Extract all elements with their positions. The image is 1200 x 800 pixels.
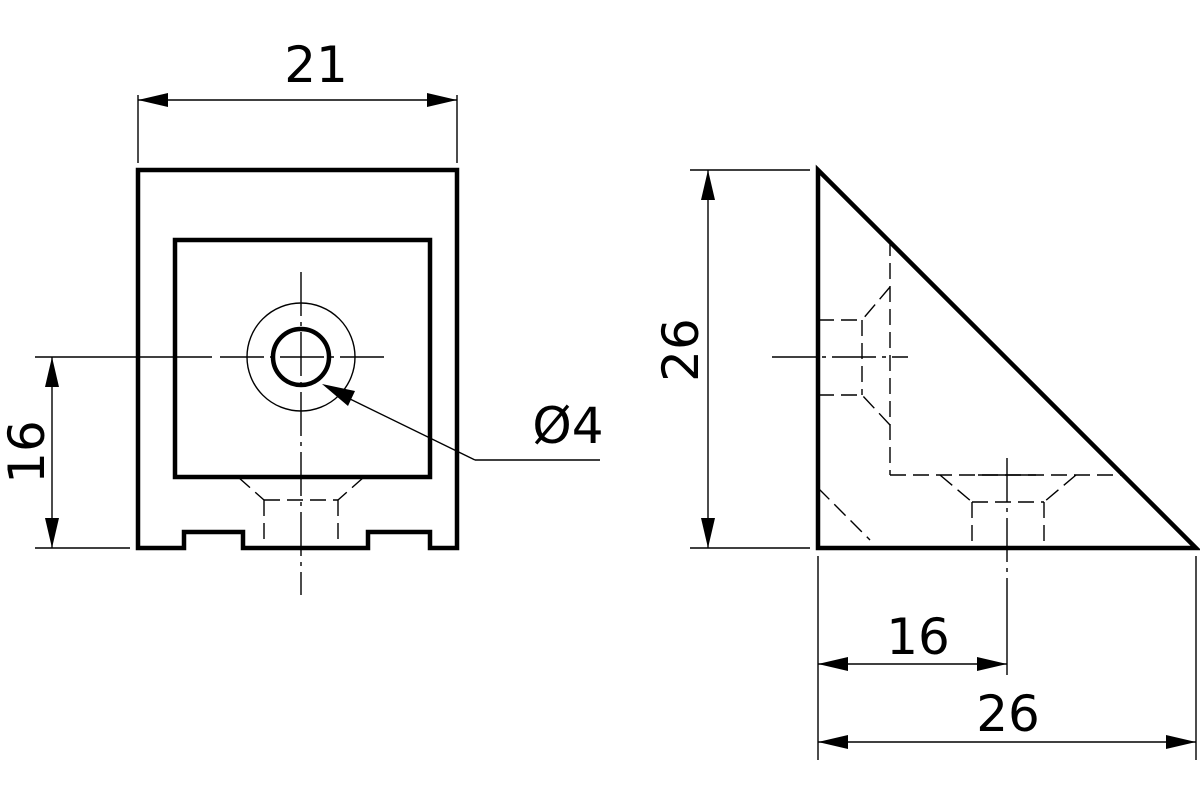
dimension-hole-height: 16 (0, 357, 59, 548)
dimension-hole-offset: 16 (817, 556, 1008, 760)
side-view-hidden-lines (817, 240, 1125, 548)
dimension-hole-offset-label: 16 (886, 608, 950, 666)
dimension-width-label: 21 (284, 36, 348, 94)
dimension-hole-diameter: Ø4 (322, 384, 604, 461)
front-view-hidden-lines (237, 476, 365, 548)
side-view (772, 164, 1200, 600)
dimension-hole-diameter-label: Ø4 (532, 397, 603, 455)
dimension-base-length: 26 (818, 556, 1197, 760)
dimension-side-height: 26 (652, 169, 810, 549)
front-view-outline (135, 167, 460, 551)
dimension-base-length-label: 26 (976, 685, 1040, 743)
dimension-width: 21 (137, 36, 458, 163)
dimension-side-height-label: 26 (652, 318, 710, 382)
dimension-hole-height-label: 16 (0, 420, 56, 484)
front-view-pocket (172, 237, 433, 480)
front-view (35, 167, 460, 595)
